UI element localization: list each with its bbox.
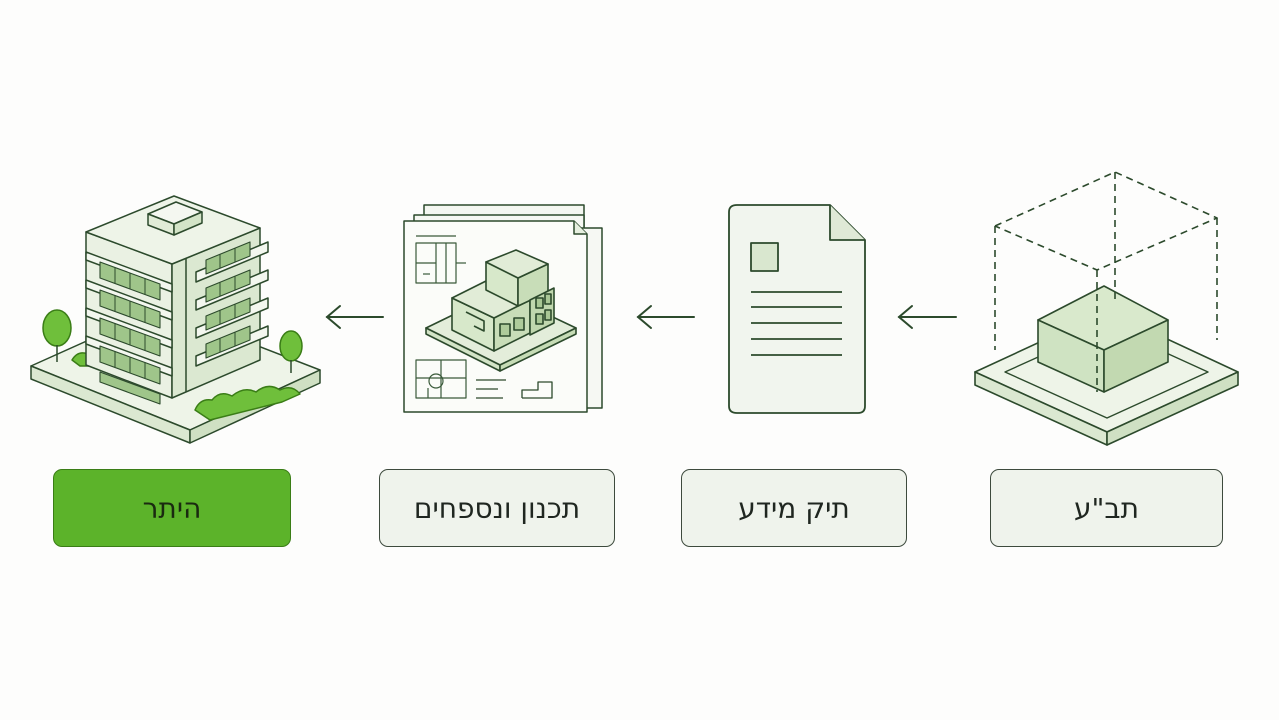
step-label-zoning-plan: תב"ע — [990, 469, 1223, 547]
arrow-left-icon — [325, 305, 384, 329]
building-permit-icon — [30, 195, 321, 444]
arrow-left-icon — [636, 305, 695, 329]
zoning-plan-volume-icon — [974, 171, 1239, 446]
step-label-information-file: תיק מידע — [681, 469, 907, 547]
arrow-left-icon — [897, 305, 957, 329]
step-label-design-appendices: תכנון ונספחים — [379, 469, 615, 547]
step-label-permit: היתר — [53, 469, 291, 547]
design-plans-and-appendices-icon — [403, 204, 603, 413]
information-file-document-icon — [728, 204, 866, 414]
